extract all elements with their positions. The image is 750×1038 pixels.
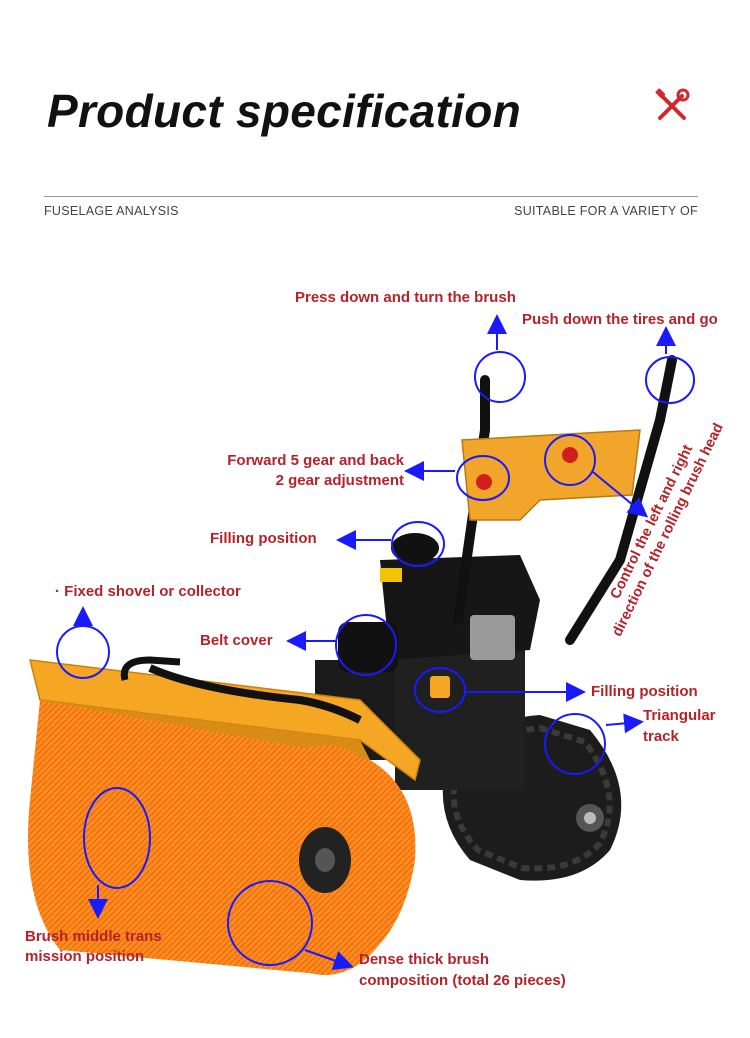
- label-brush-middle-line2: mission position: [25, 948, 145, 965]
- marker-tire-handle: [645, 356, 695, 404]
- arrow-track: [605, 713, 644, 734]
- marker-direction: [544, 434, 596, 486]
- label-gear-line1: Forward 5 gear and back: [227, 452, 404, 469]
- label-gear-line2: 2 gear adjustment: [275, 472, 404, 489]
- header-divider: [44, 196, 698, 197]
- arrow-dense: [304, 949, 354, 971]
- marker-belt-cover: [335, 614, 397, 676]
- label-press-brush: Press down and turn the brush: [295, 289, 516, 306]
- label-dense-line2: composition (total 26 pieces): [359, 972, 566, 989]
- label-filling-right: Filling position: [591, 683, 698, 700]
- page-title: Product specification: [47, 85, 522, 137]
- marker-track: [544, 713, 606, 775]
- label-brush-middle-line1: Brush middle trans: [25, 928, 162, 945]
- marker-gear: [456, 455, 510, 501]
- tools-icon: [655, 88, 690, 120]
- marker-filling-right: [414, 667, 466, 713]
- arrow-direction: [592, 471, 649, 518]
- marker-brush-handle: [474, 351, 526, 403]
- marker-brush-end: [227, 880, 313, 966]
- label-push-tires: Push down the tires and go: [522, 311, 718, 328]
- rolling-brush: [28, 700, 416, 975]
- label-filling-top: Filling position: [210, 530, 317, 547]
- label-track-line2: track: [643, 728, 679, 745]
- fuselage-caption: FUSELAGE ANALYSIS: [44, 204, 179, 218]
- label-belt-cover: Belt cover: [200, 632, 273, 649]
- marker-filling-top: [391, 521, 445, 567]
- variety-caption: SUITABLE FOR A VARIETY OF: [514, 204, 698, 218]
- marker-shovel: [56, 625, 110, 679]
- label-dense-line1: Dense thick brush: [359, 951, 490, 968]
- marker-brush-middle: [83, 787, 151, 889]
- label-fixed-shovel: · Fixed shovel or collector: [55, 583, 241, 600]
- label-track-line1: Triangular: [643, 707, 716, 724]
